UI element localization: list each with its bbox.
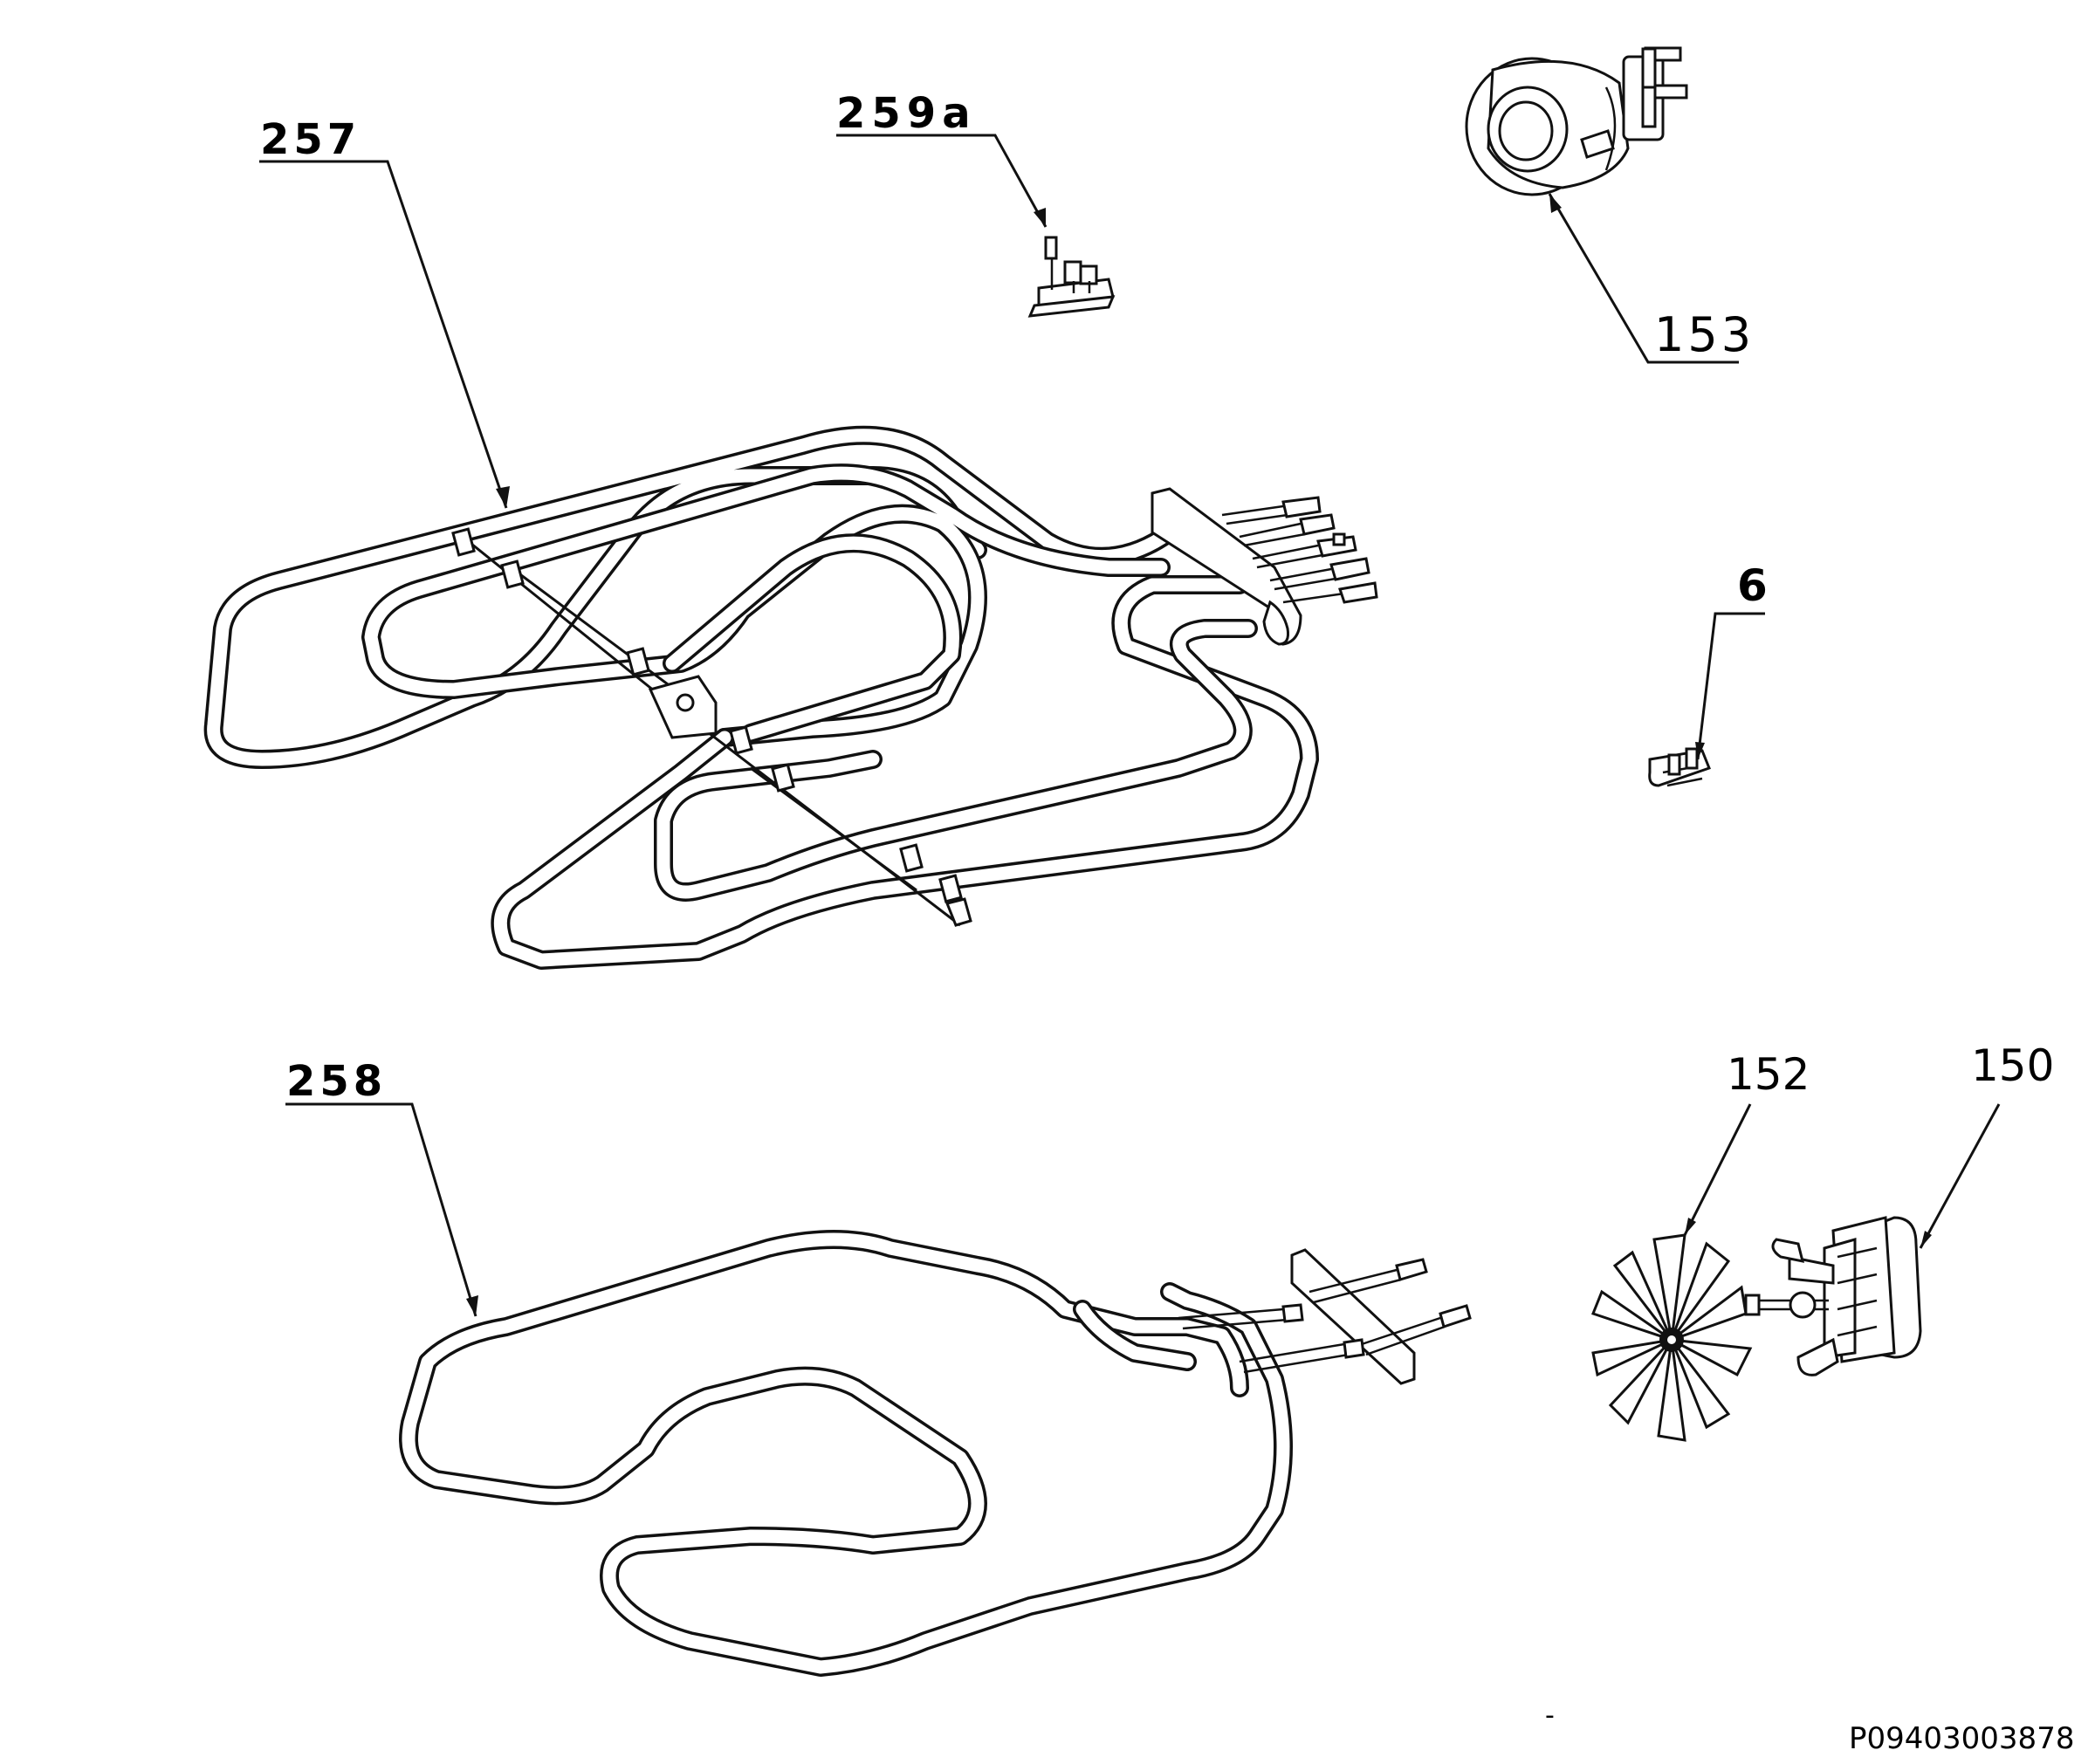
clip-part-6: [1648, 747, 1711, 787]
label-150: 150: [1971, 1040, 2054, 1091]
oven-lamp-153: [1465, 46, 1688, 196]
footer-dash: -: [1545, 1700, 1555, 1731]
label-underlines: [259, 134, 1765, 1106]
fan-blade-152: [1591, 1233, 1753, 1442]
top-heating-element-257: [203, 425, 1378, 970]
fan-motor-150: [1744, 1216, 1922, 1376]
terminal-pins-257: [1221, 496, 1378, 604]
drawing-code: P09403003878: [1849, 1721, 2074, 1756]
thermal-switch-259a: [1027, 236, 1116, 318]
label-258: 258: [286, 1057, 387, 1106]
label-152: 152: [1727, 1049, 1810, 1100]
label-6: 6: [1737, 560, 1768, 611]
label-259a: 259a: [836, 89, 977, 138]
bottom-heating-element-258: [399, 1230, 1472, 1677]
label-257: 257: [260, 115, 361, 164]
label-153: 153: [1654, 307, 1755, 362]
